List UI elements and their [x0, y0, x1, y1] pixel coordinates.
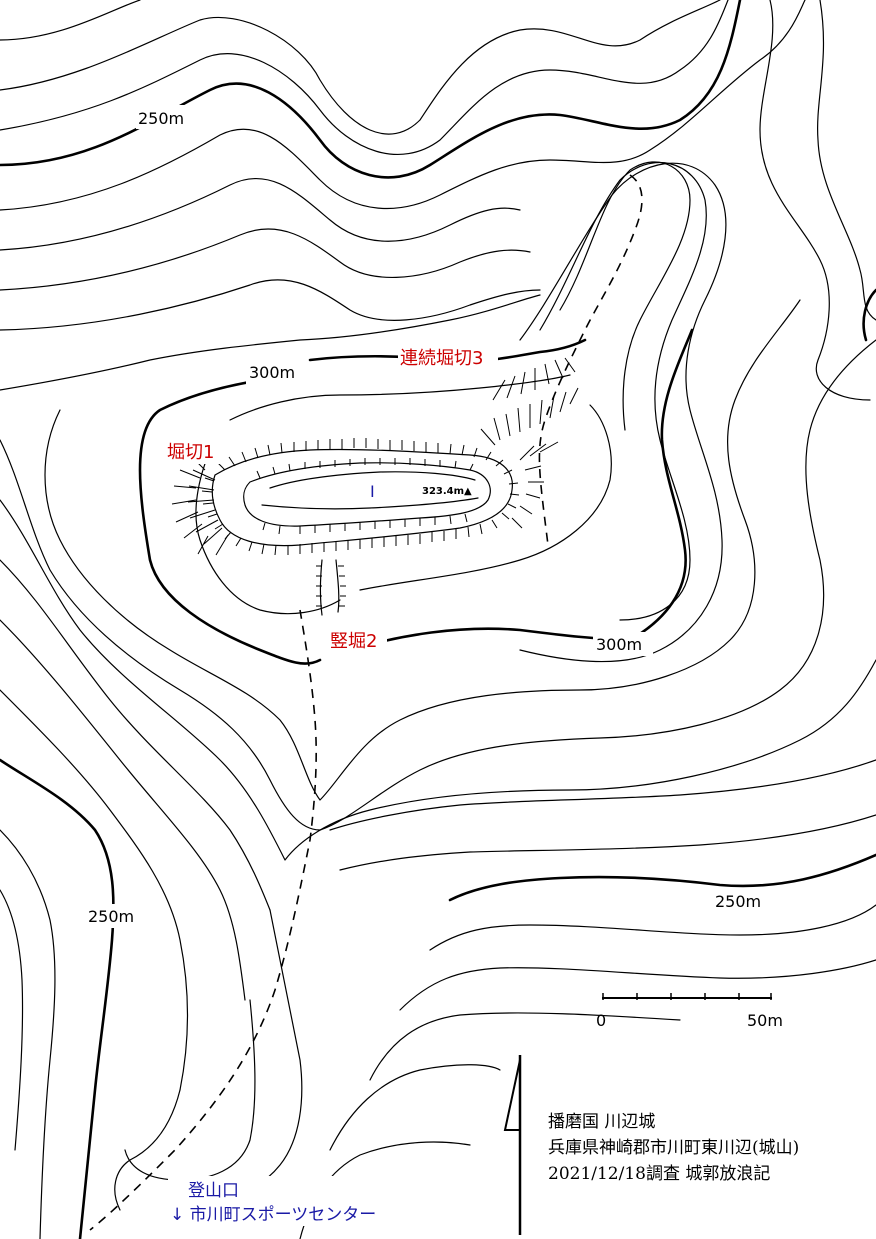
- label-tatebori-2: 竪堀2: [330, 631, 377, 652]
- trailhead-destination: ↓ 市川町スポーツセンター: [170, 1205, 376, 1225]
- scale-end-label: 50m: [747, 1011, 783, 1030]
- contour-label-250-sw: 250m: [88, 907, 134, 926]
- label-renzoku-horikiri-3: 連続堀切3: [400, 348, 483, 369]
- contour-labels: 250m 300m 300m 250m 250m: [85, 105, 772, 928]
- scale-start-label: 0: [596, 1011, 606, 1030]
- contour-label-300-w: 300m: [249, 363, 295, 382]
- contour-label-300-e: 300m: [596, 635, 642, 654]
- label-horikiri-1: 堀切1: [167, 442, 214, 463]
- title-line-1: 播磨国 川辺城: [548, 1112, 655, 1132]
- title-block: 播磨国 川辺城 兵庫県神崎郡市川町東川辺(城山) 2021/12/18調査 城郭…: [548, 1112, 799, 1184]
- scale-bar: 0 50m: [596, 993, 783, 1030]
- label-kuruwa-1: I: [370, 482, 375, 501]
- contour-label-250-e: 250m: [715, 892, 761, 911]
- label-peak-elevation: 323.4m▲: [422, 486, 472, 497]
- feature-labels: 連続堀切3 堀切1 竪堀2 I 323.4m▲: [165, 344, 498, 653]
- contour-label-250-nw: 250m: [138, 109, 184, 128]
- trailhead: 登山口 ↓ 市川町スポーツセンター: [168, 1176, 418, 1226]
- trailhead-label: 登山口: [188, 1181, 239, 1201]
- north-arrow-icon: [503, 1055, 522, 1235]
- title-line-2: 兵庫県神崎郡市川町東川辺(城山): [548, 1138, 799, 1158]
- title-line-3: 2021/12/18調査 城郭放浪記: [548, 1164, 770, 1184]
- contour-lines: [0, 0, 876, 401]
- castle-earthwork: [171, 357, 579, 616]
- trail-path: [89, 174, 643, 1231]
